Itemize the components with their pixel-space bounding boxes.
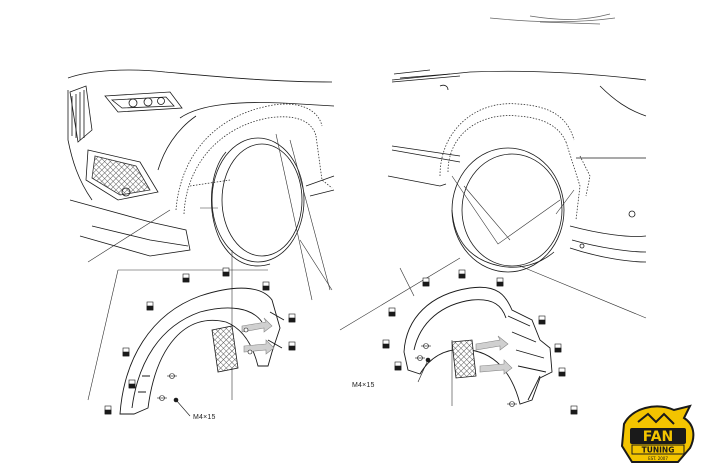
right-fender-flare (403, 286, 553, 405)
left-leader-lines (87, 133, 333, 401)
left-mesh-insert (211, 325, 239, 373)
left-fastener-callout: M4×15 (193, 414, 216, 421)
logo-est: EST. 2007 (648, 456, 668, 461)
right-fasteners (382, 269, 578, 415)
right-car-rear (387, 69, 647, 263)
left-flare-dashed (175, 103, 333, 215)
logo-word-tuning: TUNING (642, 446, 675, 455)
right-flare-dashed (439, 103, 591, 221)
right-leader-lines (339, 175, 647, 406)
top-car-sketch (489, 13, 616, 25)
right-mesh-insert (451, 339, 477, 379)
left-fasteners (104, 267, 296, 415)
right-wheel (451, 147, 565, 273)
logo-word-fan: FAN (643, 429, 674, 445)
left-car-side (305, 175, 335, 197)
fan-tuning-logo: FAN TUNING EST. 2007 (620, 404, 695, 463)
left-wheel (211, 137, 305, 267)
right-fastener-callout: M4×15 (352, 382, 375, 389)
left-car-front (67, 69, 335, 257)
left-fender-flare (119, 287, 285, 415)
left-install-arrows (241, 317, 275, 355)
right-install-arrows (475, 335, 513, 375)
